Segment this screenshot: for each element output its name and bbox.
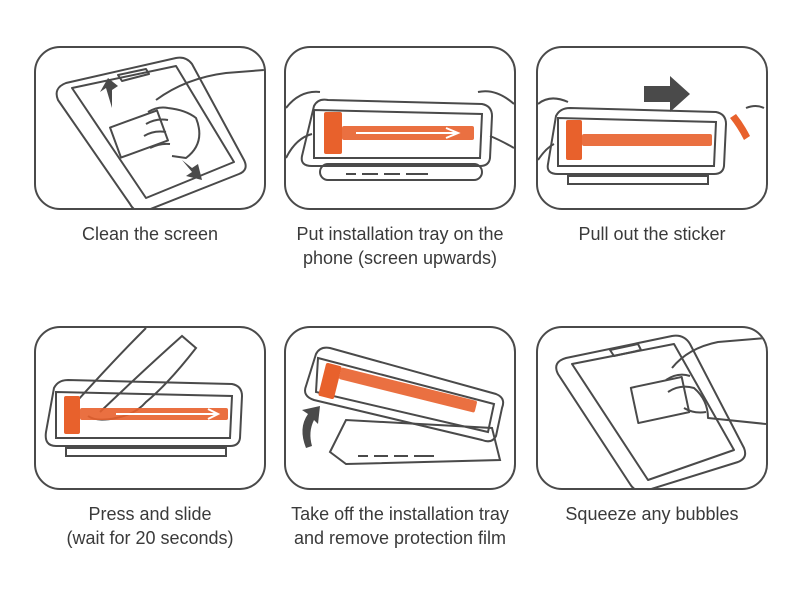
installation-tray <box>546 106 728 175</box>
step-6-caption: Squeeze any bubbles <box>565 504 739 524</box>
tray-inner <box>55 390 234 439</box>
installation-tray-lifted <box>304 346 505 443</box>
arrow-up-icon <box>100 78 118 108</box>
squeegee-card <box>629 375 691 425</box>
step-1: Clean the screen <box>34 46 266 246</box>
step-4-illustration <box>34 326 266 490</box>
step-4: Press and slide (wait for 20 seconds) <box>34 326 266 550</box>
phone-side <box>319 163 483 181</box>
step-5: Take off the installation tray and remov… <box>284 326 516 550</box>
direction-arrows <box>100 78 202 180</box>
step-5-caption: Take off the installation tray and remov… <box>291 504 509 548</box>
tray-inner <box>314 356 496 434</box>
step-2-caption: Put installation tray on the phone (scre… <box>296 224 504 268</box>
step-5-illustration <box>284 326 516 490</box>
arrow-down-icon <box>182 160 202 180</box>
tray-handle <box>566 120 582 160</box>
phone-body <box>328 418 502 466</box>
hand-wiping <box>143 69 264 159</box>
step-2: Put installation tray on the phone (scre… <box>284 46 516 270</box>
guide-strip <box>339 367 477 413</box>
remove-tray-illustration <box>302 346 505 466</box>
finger-pressing <box>77 328 198 421</box>
cleaning-wipe <box>109 109 169 159</box>
slide-arrow-icon <box>356 127 461 139</box>
step-6-illustration <box>536 326 768 490</box>
phone-screen <box>571 343 735 481</box>
hand-squeezing <box>665 337 766 425</box>
hands-holding <box>286 90 514 159</box>
phone-side <box>65 447 227 457</box>
tray-inner <box>313 108 484 159</box>
tray-handle <box>318 362 342 400</box>
pull-sticker-illustration <box>538 76 765 185</box>
guide-strip <box>582 134 712 146</box>
step-3-illustration <box>536 46 768 210</box>
phone-notch <box>609 343 642 357</box>
tray-handle <box>64 396 80 434</box>
installation-tray <box>300 98 494 167</box>
step-1-caption: Clean the screen <box>81 224 219 244</box>
phone-screen <box>71 65 235 199</box>
sticker-tab <box>730 114 750 140</box>
phone-side <box>567 175 709 185</box>
press-slide-illustration <box>44 328 244 457</box>
tray-handle <box>324 112 342 154</box>
phone-body <box>55 56 247 208</box>
phone-notch <box>117 68 150 82</box>
pull-right-arrow-icon <box>644 76 690 112</box>
step-3: Pull out the sticker <box>536 46 768 246</box>
hands-holding <box>538 97 765 161</box>
slide-arrow-icon <box>116 408 221 420</box>
step-1-illustration <box>34 46 266 210</box>
phone-body <box>555 334 747 488</box>
tray-inner <box>557 116 718 167</box>
place-tray-illustration <box>286 90 514 181</box>
installation-tray <box>44 378 244 447</box>
step-2-illustration <box>284 46 516 210</box>
squeeze-bubbles-illustration <box>555 334 766 488</box>
step-6: Squeeze any bubbles <box>536 326 768 526</box>
lift-arrow-icon <box>302 406 320 448</box>
clean-screen-illustration <box>55 56 264 208</box>
step-3-caption: Pull out the sticker <box>578 224 726 244</box>
step-4-caption: Press and slide (wait for 20 seconds) <box>66 504 234 548</box>
